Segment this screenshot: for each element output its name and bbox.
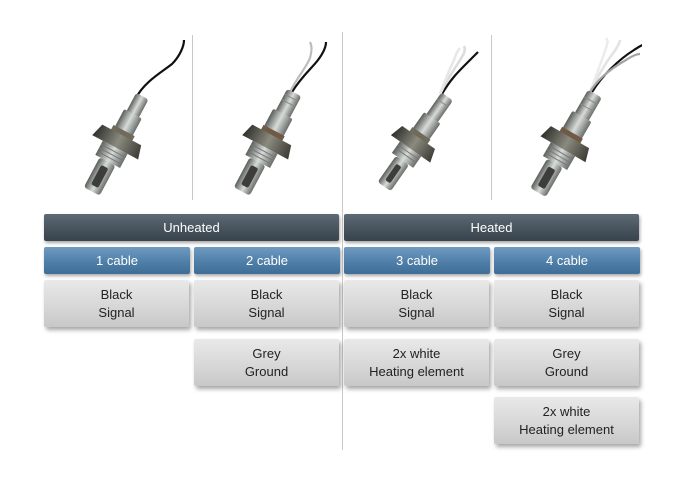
cable-2-header: 2 cable — [194, 247, 340, 274]
wire-box: Black Signal — [44, 280, 189, 327]
wire-color: 2x white — [392, 345, 441, 361]
wire-color: Grey — [252, 345, 281, 361]
wire-function: Heating element — [369, 363, 464, 379]
wire-box: Grey Ground — [494, 339, 639, 386]
oxygen-sensor-1-wire-image — [44, 32, 192, 204]
oxygen-sensor-3-wire-icon — [378, 45, 479, 191]
oxygen-sensor-3-wire-image — [344, 32, 492, 204]
wire-color: Black — [100, 286, 133, 302]
wire-color: 2x white — [542, 403, 591, 419]
divider-3-4 — [491, 35, 492, 200]
wire-color: Grey — [552, 345, 581, 361]
wire-function: Ground — [544, 363, 589, 379]
wire-function: Heating element — [519, 421, 614, 437]
wire-box: 2x white Heating element — [344, 339, 489, 386]
wire-function: Signal — [248, 304, 285, 320]
cable-3-header: 3 cable — [344, 247, 490, 274]
wire-box: Black Signal — [194, 280, 339, 327]
oxygen-sensor-4-wire-icon — [531, 37, 642, 196]
wire-color: Black — [400, 286, 433, 302]
wire-color: Black — [550, 286, 583, 302]
divider-unheated-heated — [342, 32, 343, 450]
oxygen-sensor-2-wire-image — [194, 32, 342, 204]
group-unheated: Unheated — [44, 214, 339, 241]
oxygen-sensor-4-wire-image — [494, 32, 642, 204]
cable-4-header: 4 cable — [494, 247, 640, 274]
cable-1-header: 1 cable — [44, 247, 190, 274]
divider-1-2 — [192, 35, 193, 200]
wire-function: Signal — [98, 304, 135, 320]
group-heated: Heated — [344, 214, 639, 241]
wire-function: Signal — [548, 304, 585, 320]
wire-function: Signal — [398, 304, 435, 320]
wire-box: Black Signal — [494, 280, 639, 327]
wire-box: Black Signal — [344, 280, 489, 327]
wire-box: 2x white Heating element — [494, 397, 639, 444]
wire-function: Ground — [244, 363, 289, 379]
oxygen-sensor-1-wire-icon — [84, 39, 186, 195]
wire-color: Black — [250, 286, 283, 302]
oxygen-sensor-2-wire-icon — [234, 41, 328, 195]
wire-box: Grey Ground — [194, 339, 339, 386]
